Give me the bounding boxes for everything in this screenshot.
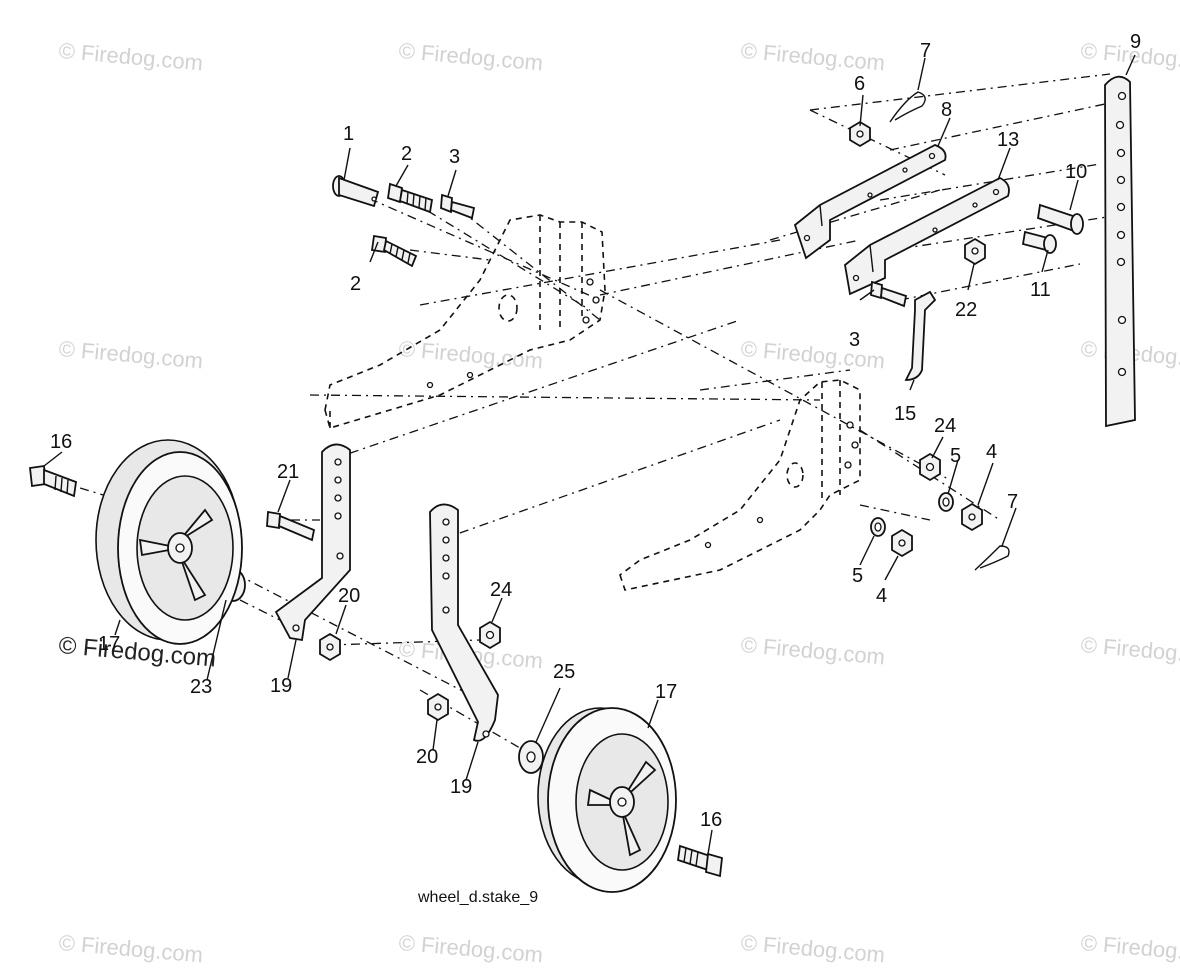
frame-right-phantom — [619, 379, 861, 591]
callout-label: 10 — [1065, 161, 1087, 183]
hairpin-clip — [974, 545, 1010, 571]
hex-nut — [891, 528, 913, 558]
callout-label: 5 — [950, 445, 961, 467]
callout-label: 16 — [700, 809, 722, 831]
hex-bolt — [266, 510, 316, 542]
flat-washer — [938, 492, 954, 512]
wheel-bracket — [429, 503, 499, 742]
callout-label: 15 — [894, 403, 916, 425]
flat-washer — [870, 517, 886, 537]
hex-bolt — [370, 234, 418, 268]
callout-label: 24 — [490, 579, 512, 601]
pin — [1036, 203, 1084, 235]
hex-nut — [427, 692, 449, 722]
callout-label: 7 — [1007, 491, 1018, 513]
callout-label: 11 — [1030, 279, 1051, 301]
leader-lines — [43, 54, 1136, 855]
hex-nut — [961, 502, 983, 532]
lock-nut — [919, 452, 941, 482]
callout-label: 17 — [98, 633, 120, 655]
hairpin-clip — [889, 91, 926, 123]
callout-label: 20 — [338, 585, 360, 607]
callout-label: 7 — [920, 40, 931, 62]
hex-nut — [319, 632, 341, 662]
callout-label: 3 — [849, 329, 860, 351]
shoulder-bolt — [29, 464, 77, 498]
screw — [440, 193, 476, 220]
callout-label: 9 — [1130, 31, 1141, 53]
carriage-bolt — [1021, 230, 1057, 254]
callout-label: 3 — [449, 146, 460, 168]
bracket-13 — [844, 176, 1010, 296]
callout-label: 24 — [934, 415, 956, 437]
callout-label: 19 — [450, 776, 472, 798]
callout-label: 1 — [343, 123, 354, 145]
lock-nut — [479, 620, 501, 650]
wheel — [95, 439, 243, 645]
frame-left-phantom — [324, 214, 606, 430]
callout-label: 6 — [854, 73, 865, 95]
callout-label: 4 — [876, 585, 887, 607]
clevis-pin — [332, 175, 380, 208]
bracket-8 — [793, 144, 947, 260]
callout-label: 16 — [50, 431, 72, 453]
hex-nut — [964, 237, 986, 266]
callout-label: 25 — [553, 661, 575, 683]
callout-label: 5 — [852, 565, 863, 587]
shoulder-bolt — [677, 844, 723, 878]
callout-label: 2 — [401, 143, 412, 165]
callout-label: 2 — [350, 273, 361, 295]
screw — [870, 280, 908, 308]
clip-15 — [904, 290, 937, 381]
callout-labels: 1 2 2 3 3 4 4 5 5 6 7 7 8 9 10 11 13 15 … — [50, 31, 1141, 831]
diagram-caption: wheel_d.stake_9 — [418, 889, 539, 906]
wheel-bracket — [274, 443, 351, 642]
stake-bar — [1104, 75, 1136, 428]
wheel — [537, 707, 677, 893]
callout-label: 13 — [997, 129, 1019, 151]
flat-washer — [518, 740, 544, 774]
hex-bolt — [387, 182, 434, 214]
callout-label: 8 — [941, 99, 952, 121]
callout-label: 17 — [655, 681, 677, 703]
callout-label: 19 — [270, 675, 292, 697]
callout-label: 20 — [416, 746, 438, 768]
callout-label: 23 — [190, 676, 212, 698]
callout-label: 21 — [277, 461, 299, 483]
callout-label: 4 — [986, 441, 997, 463]
callout-label: 22 — [955, 299, 977, 321]
